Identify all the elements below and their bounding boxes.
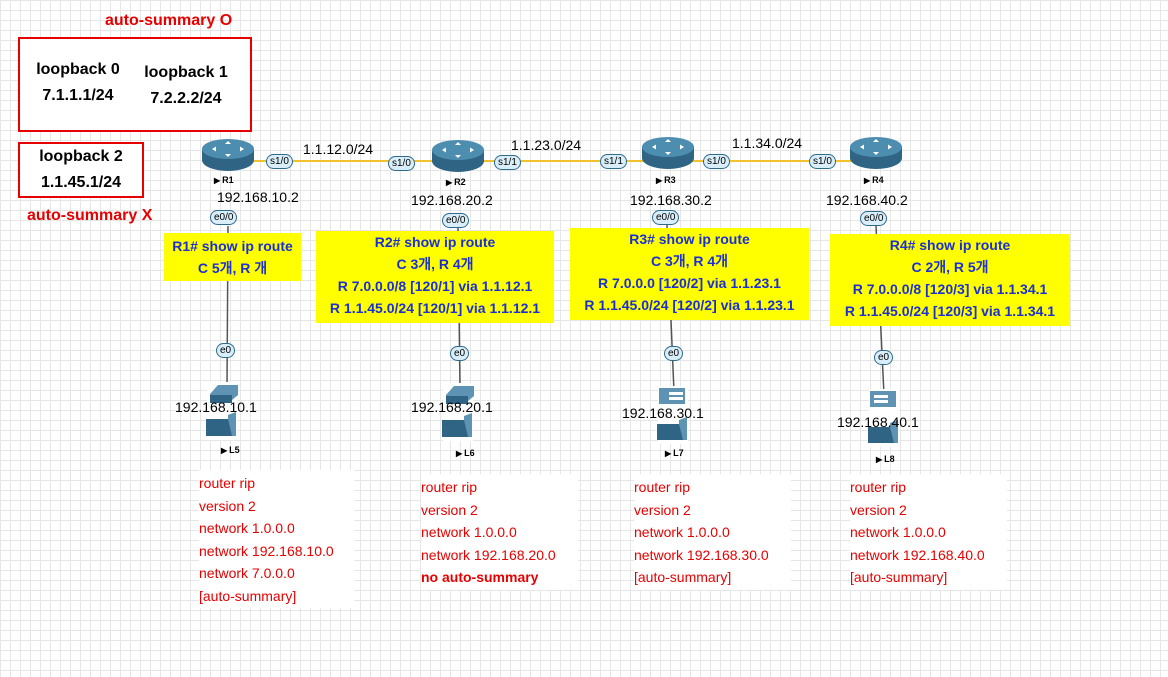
subnet-label-r2-r3: 1.1.23.0/24 [511, 137, 582, 153]
router-r1-lan-ip: 192.168.10.2 [217, 189, 299, 205]
interface-tag-r3-s1-1[interactable]: s1/1 [600, 154, 627, 169]
router-r3-label: ▶R3 [656, 175, 676, 185]
auto-summary-on-label: auto-summary O [105, 12, 233, 29]
host-l6-icon[interactable] [440, 383, 476, 441]
router-r2-lan-ip: 192.168.20.2 [411, 192, 493, 208]
loopback2-name: loopback 2 [39, 148, 123, 165]
host-l5-label: ▶L5 [221, 445, 240, 455]
router-r1-icon[interactable] [201, 138, 255, 172]
route-table-r3-summary: C 3개, R 4개 [650, 253, 729, 269]
config-r1-line: router rip [199, 475, 256, 491]
router-r4-icon[interactable] [849, 136, 903, 170]
config-r1-line: [auto-summary] [199, 587, 297, 604]
config-r4-line: network 1.0.0.0 [850, 524, 946, 540]
config-r1-line: version 2 [199, 497, 256, 514]
config-r2-line: version 2 [421, 501, 478, 518]
loopback1-ip: 7.2.2.2/24 [150, 90, 222, 107]
interface-tag-l8-e0[interactable]: e0 [874, 350, 894, 365]
config-r2-line: network 192.168.20.0 [421, 546, 556, 563]
router-r3-lan-ip: 192.168.30.2 [630, 192, 712, 208]
host-l7-label: ▶L7 [665, 448, 684, 458]
route-table-r4-route-1-1-45: R 1.1.45.0/24 [120/3] via 1.1.34.1 [844, 303, 1056, 319]
config-note-r3: router rip version 2 network 1.0.0.0 net… [634, 474, 791, 590]
config-r4-line: network 192.168.40.0 [850, 546, 985, 563]
host-l8-icon[interactable] [866, 389, 902, 447]
router-r4-label: ▶R4 [864, 175, 884, 185]
host-l7-ip: 192.168.30.1 [622, 405, 704, 421]
loopback2-ip: 1.1.45.1/24 [40, 174, 122, 191]
host-l6-ip: 192.168.20.1 [411, 399, 493, 415]
interface-tag-r4-e0-0[interactable]: e0/0 [860, 211, 888, 226]
route-table-r2-route-7: R 7.0.0.0/8 [120/1] via 1.1.12.1 [337, 278, 533, 294]
router-r2-label: ▶R2 [446, 177, 466, 187]
route-table-r1: R1# show ip route C 5개, R 개 [164, 233, 301, 281]
interface-tag-r2-s1-1[interactable]: s1/1 [494, 155, 521, 170]
config-r3-line: router rip [634, 479, 691, 495]
config-r3-line: [auto-summary] [634, 569, 732, 585]
interface-tag-r4-s1-0[interactable]: s1/0 [809, 154, 836, 169]
interface-tag-r1-s1-0[interactable]: s1/0 [266, 154, 293, 169]
config-r4-line: version 2 [850, 501, 907, 518]
router-r3-icon[interactable] [641, 136, 695, 170]
config-r1-line: network 192.168.10.0 [199, 542, 334, 559]
loopback-box-7-network: loopback 0 7.1.1.1/24 loopback 1 7.2.2.2… [18, 37, 252, 132]
host-l5-ip: 192.168.10.1 [175, 399, 257, 415]
loopback0-name: loopback 0 [36, 61, 120, 78]
route-table-r1-summary: C 5개, R 개 [197, 260, 268, 276]
interface-tag-r2-s1-0[interactable]: s1/0 [388, 156, 415, 171]
route-table-r3: R3# show ip route C 3개, R 4개 R 7.0.0.0 [… [570, 228, 809, 320]
router-r2-icon[interactable] [431, 139, 485, 173]
route-table-r4: R4# show ip route C 2개, R 5개 R 7.0.0.0/8… [830, 234, 1070, 326]
config-r4-line: [auto-summary] [850, 569, 948, 585]
route-table-r1-title: R1# show ip route [172, 238, 293, 254]
route-table-r4-route-7: R 7.0.0.0/8 [120/3] via 1.1.34.1 [852, 281, 1048, 297]
loopback0-ip: 7.1.1.1/24 [42, 87, 114, 104]
config-r2-line: network 1.0.0.0 [421, 524, 517, 540]
subnet-label-r3-r4: 1.1.34.0/24 [732, 135, 803, 151]
route-table-r3-route-7: R 7.0.0.0 [120/2] via 1.1.23.1 [598, 275, 781, 291]
config-r3-line: version 2 [634, 501, 691, 518]
route-table-r3-route-1-1-45: R 1.1.45.0/24 [120/2] via 1.1.23.1 [584, 297, 795, 313]
host-l8-label: ▶L8 [876, 454, 895, 464]
interface-tag-r3-s1-0[interactable]: s1/0 [703, 154, 730, 169]
config-note-r2: router rip version 2 network 1.0.0.0 net… [421, 474, 578, 590]
interface-tag-r3-e0-0[interactable]: e0/0 [652, 210, 680, 225]
route-table-r4-summary: C 2개, R 5개 [911, 259, 989, 275]
router-r4-lan-ip: 192.168.40.2 [826, 192, 908, 208]
host-l7-icon[interactable] [655, 386, 691, 444]
config-r3-line: network 1.0.0.0 [634, 524, 730, 540]
route-table-r2-route-1-1-45: R 1.1.45.0/24 [120/1] via 1.1.12.1 [329, 300, 541, 316]
route-table-r2-title: R2# show ip route [374, 234, 496, 250]
host-l8-ip: 192.168.40.1 [837, 414, 919, 430]
config-r1-line: network 7.0.0.0 [199, 565, 295, 581]
route-table-r3-title: R3# show ip route [629, 231, 750, 247]
config-r4-line: router rip [850, 479, 907, 495]
interface-tag-l5-e0[interactable]: e0 [216, 343, 236, 358]
subnet-label-r1-r2: 1.1.12.0/24 [303, 141, 374, 157]
interface-tag-r1-e0-0[interactable]: e0/0 [210, 210, 238, 225]
config-r2-line: router rip [421, 479, 478, 495]
interface-tag-l6-e0[interactable]: e0 [450, 346, 470, 361]
config-r3-line: network 192.168.30.0 [634, 546, 769, 563]
route-table-r4-title: R4# show ip route [889, 237, 1011, 253]
host-l6-label: ▶L6 [456, 448, 475, 458]
router-r1-label: ▶R1 [214, 175, 234, 185]
host-l5-icon[interactable] [204, 382, 240, 440]
auto-summary-off-label: auto-summary X [27, 207, 153, 224]
config-note-r4: router rip version 2 network 1.0.0.0 net… [850, 474, 1007, 590]
interface-tag-r2-e0-0[interactable]: e0/0 [442, 213, 470, 228]
route-table-r2-summary: C 3개, R 4개 [396, 256, 474, 272]
loopback-box-1-network: loopback 2 1.1.45.1/24 [18, 142, 144, 198]
config-r2-no-auto-summary: no auto-summary [421, 569, 539, 585]
config-r1-line: network 1.0.0.0 [199, 520, 295, 536]
loopback1-name: loopback 1 [144, 64, 228, 81]
interface-tag-l7-e0[interactable]: e0 [664, 346, 684, 361]
config-note-r1: router rip version 2 network 1.0.0.0 net… [199, 470, 354, 608]
route-table-r2: R2# show ip route C 3개, R 4개 R 7.0.0.0/8… [316, 231, 554, 323]
